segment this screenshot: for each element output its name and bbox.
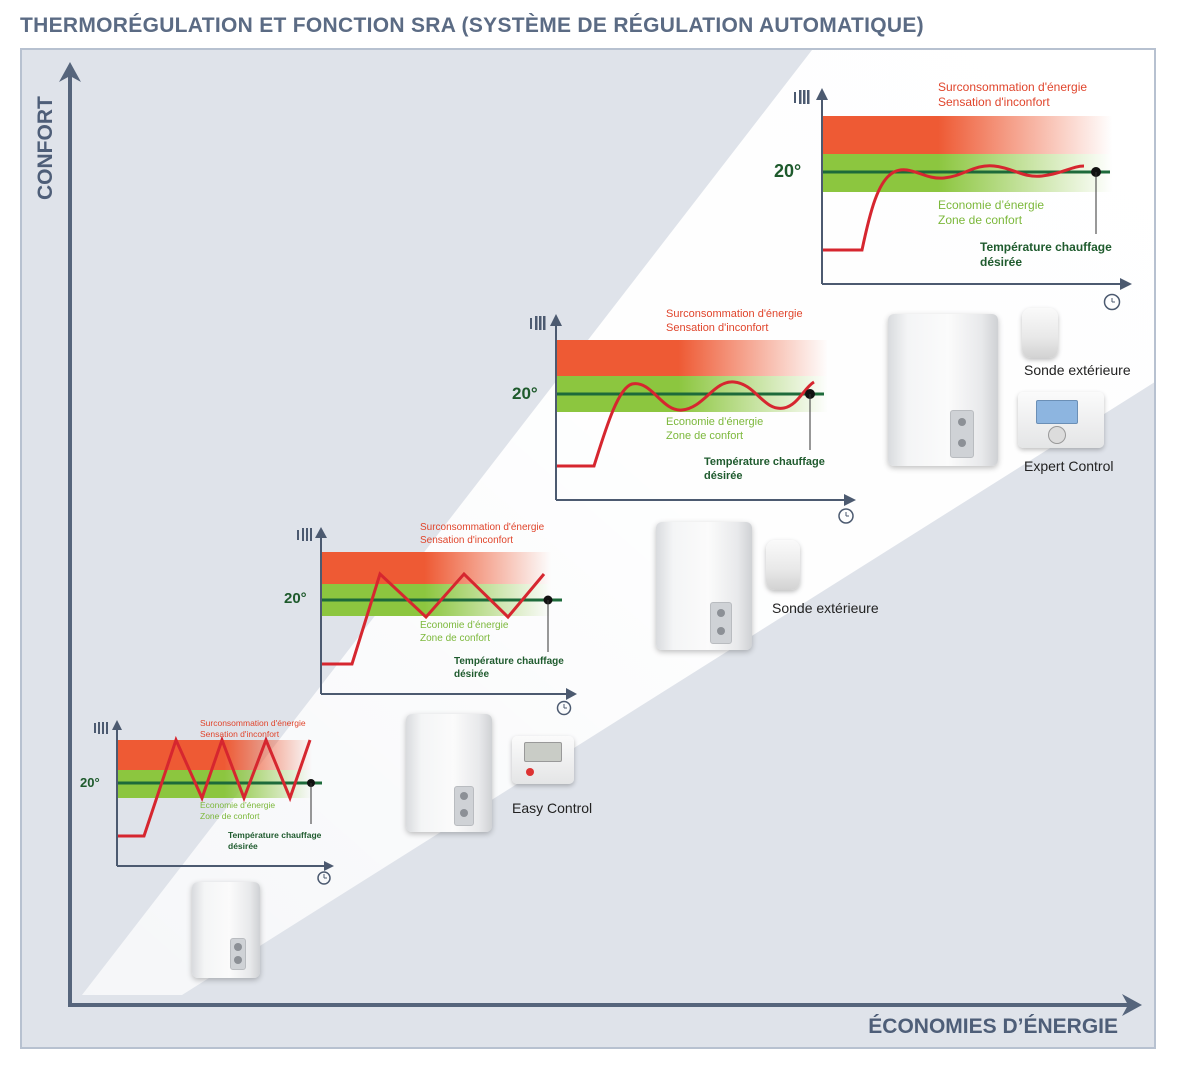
temp-label: 20°	[512, 384, 538, 403]
outdoor-sensor-1-label: Sonde extérieure	[772, 600, 879, 616]
boiler-image-3	[656, 522, 752, 650]
graph-3-plot	[530, 314, 856, 524]
red-zone	[556, 340, 828, 376]
graph-1-plot	[94, 720, 334, 885]
red-zone	[822, 116, 1112, 154]
outdoor-sensor-2	[1022, 308, 1058, 358]
easy-control-thermostat	[512, 736, 574, 784]
y-axis-label: CONFORT	[34, 96, 57, 200]
radiator-icon	[530, 316, 546, 330]
easy-control-label: Easy Control	[512, 800, 593, 816]
temperature-curve	[556, 380, 815, 468]
boiler-image-1	[192, 882, 260, 978]
diagram-frame: CONFORT ÉCONOMIES D’ÉNERGIE Surconsommat…	[20, 48, 1156, 1049]
clock-icon	[1103, 293, 1121, 311]
radiator-icon	[794, 90, 810, 104]
clock-icon	[838, 508, 854, 524]
temp-label: 20°	[80, 775, 100, 790]
diagram-background	[59, 50, 1154, 1016]
clock-icon	[556, 700, 572, 716]
graph-2-plot	[297, 527, 577, 716]
outdoor-sensor-2-label: Sonde extérieure	[1024, 362, 1131, 378]
temp-label: 20°	[774, 161, 802, 181]
boiler-image-4	[888, 314, 998, 466]
expert-control-label: Expert Control	[1024, 458, 1114, 474]
x-axis-label: ÉCONOMIES D’ÉNERGIE	[868, 1015, 1118, 1038]
graph-4-plot	[794, 88, 1132, 311]
red-zone	[321, 552, 551, 584]
y-axis-arrow	[59, 62, 81, 82]
radiator-icon	[297, 528, 312, 541]
temperature-curve	[117, 735, 312, 838]
expert-control-thermostat	[1018, 392, 1104, 448]
light-beam	[82, 50, 1154, 995]
page-title: THERMORÉGULATION ET FONCTION SRA (SYSTÈM…	[20, 14, 924, 37]
temp-label: 20°	[284, 590, 307, 607]
outdoor-sensor-1	[766, 540, 800, 590]
radiator-icon	[94, 722, 108, 734]
clock-icon	[317, 871, 331, 885]
x-axis-arrow	[1122, 994, 1142, 1016]
boiler-image-2	[406, 714, 492, 832]
temperature-curve	[321, 571, 546, 666]
temperature-curve	[822, 164, 1085, 252]
